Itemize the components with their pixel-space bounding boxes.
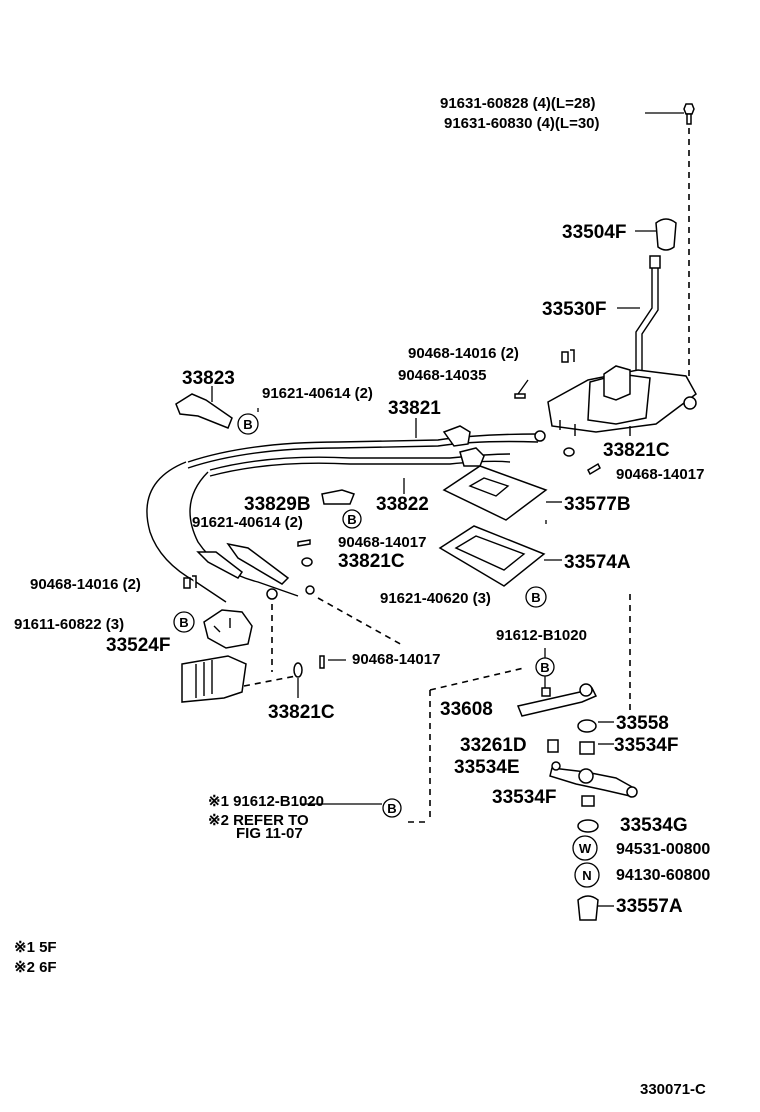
cable-33822: [189, 447, 511, 597]
symbol-b-6: B: [382, 798, 402, 818]
label-33821: 33821: [388, 398, 441, 419]
symbol-b-5: B: [535, 657, 555, 677]
label-33821c-a: 33821C: [603, 440, 670, 461]
shift-knob: [655, 218, 677, 251]
clip-b: [183, 575, 197, 589]
washer-33821c-b: [301, 557, 313, 567]
label-33504f: 33504F: [562, 222, 626, 243]
svg-text:B: B: [531, 590, 540, 605]
pin-14017-b: [297, 539, 311, 547]
label-33822: 33822: [376, 494, 429, 515]
washer-33821c-a: [563, 447, 575, 457]
bolt-33261d: [547, 739, 559, 753]
label-33261d: 33261D: [460, 735, 527, 756]
label-91621-40620: 91621-40620 (3): [380, 590, 491, 607]
bushing-33534f-b: [581, 795, 595, 807]
label-90468-14017-a: 90468-14017: [616, 466, 704, 483]
label-91612-b1020-a: 91612-B1020: [496, 627, 587, 644]
bushing-33534f-a: [579, 741, 595, 755]
footnote-1: ※1 5F: [14, 939, 57, 956]
diagram-id: 330071-C: [640, 1081, 706, 1098]
bolt-top: [683, 103, 695, 125]
svg-text:B: B: [540, 660, 549, 675]
label-90468-14016-b: 90468-14016 (2): [30, 576, 141, 593]
label-94531-00800: 94531-00800: [616, 841, 710, 858]
label-33558: 33558: [616, 713, 669, 734]
label-33530f: 33530F: [542, 299, 606, 320]
cable-33821: [146, 425, 546, 603]
label-33534f-b: 33534F: [492, 787, 556, 808]
label-33557a: 33557A: [616, 896, 683, 917]
svg-text:B: B: [347, 512, 356, 527]
bracket-33823: [175, 393, 233, 429]
symbol-w: W: [572, 835, 598, 861]
dashed-diagonal: [317, 597, 405, 647]
bracket-33829b: [321, 489, 355, 505]
label-33534g: 33534G: [620, 815, 688, 836]
label-91631-60828: 91631-60828 (4)(L=28): [440, 95, 596, 112]
bushing-33558: [577, 719, 597, 733]
cap-33557a: [577, 895, 599, 921]
pin-14035: [514, 393, 526, 399]
label-33577b: 33577B: [564, 494, 631, 515]
symbol-b-1: B: [237, 413, 259, 435]
bushing-33534g: [577, 819, 599, 833]
transmission-shaft: [181, 655, 247, 703]
label-91621-40614-b: 91621-40614 (2): [192, 514, 303, 531]
dashed-mid-h: [429, 667, 525, 691]
label-33829b: 33829B: [244, 494, 311, 515]
washer-33821c-c: [293, 662, 303, 678]
bracket-33524f: [203, 609, 253, 649]
lever-33534e: [549, 761, 638, 798]
label-33524f: 33524F: [106, 635, 170, 656]
label-90468-14017-c: 90468-14017: [352, 651, 440, 668]
label-91612-b1020-b: ※1 91612-B1020: [208, 793, 324, 810]
symbol-b-3: B: [525, 586, 547, 608]
leader-14035: [517, 379, 529, 395]
plate-33577b: [442, 465, 548, 521]
label-91611-60822: 91611-60822 (3): [14, 616, 124, 633]
dashed-left-h: [243, 675, 297, 687]
label-33534f-a: 33534F: [614, 735, 678, 756]
label-91631-60830: 91631-60830 (4)(L=30): [444, 115, 600, 132]
note-fig: FIG 11-07: [236, 825, 303, 842]
label-91621-40614-a: 91621-40614 (2): [262, 385, 373, 402]
label-90468-14017-b: 90468-14017: [338, 534, 426, 551]
shift-lever: [635, 255, 661, 382]
clip-a: [561, 349, 575, 363]
shift-housing: [547, 365, 697, 436]
cable-end-springs: [196, 542, 315, 600]
label-33823: 33823: [182, 368, 235, 389]
svg-text:W: W: [579, 841, 592, 856]
label-90468-14035: 90468-14035: [398, 367, 486, 384]
svg-text:B: B: [243, 417, 252, 432]
label-33608: 33608: [440, 699, 493, 720]
note-refer-to: ※2 REFER TO: [208, 812, 309, 829]
label-33534e: 33534E: [454, 757, 520, 778]
pin-14017-a: [587, 462, 601, 476]
symbol-n: N: [574, 862, 600, 888]
svg-text:B: B: [387, 801, 396, 816]
symbol-b-2: B: [342, 509, 362, 529]
gasket-33574a: [438, 525, 546, 587]
pin-14017-c: [319, 655, 325, 669]
label-33821c-c: 33821C: [268, 702, 335, 723]
svg-text:N: N: [582, 868, 591, 883]
label-94130-60800: 94130-60800: [616, 867, 710, 884]
label-33821c-b: 33821C: [338, 551, 405, 572]
symbol-b-4: B: [173, 611, 195, 633]
label-90468-14016-a: 90468-14016 (2): [408, 345, 519, 362]
footnote-2: ※2 6F: [14, 959, 57, 976]
label-33574a: 33574A: [564, 552, 631, 573]
lever-33608: [516, 683, 598, 717]
svg-text:B: B: [179, 615, 188, 630]
